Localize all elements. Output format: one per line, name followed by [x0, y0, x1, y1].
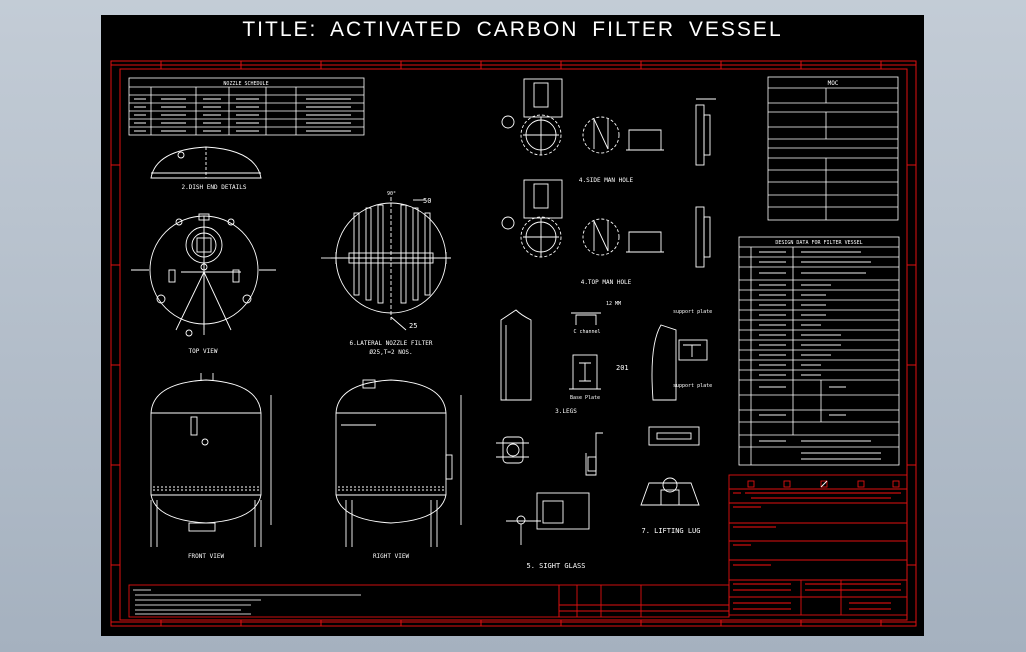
notes-block [128, 584, 730, 618]
right-view-label: RIGHT VIEW [373, 553, 410, 560]
side-manhole-label: 4.SIDE MAN HOLE [579, 177, 634, 184]
side-manhole [501, 78, 716, 166]
lateral-angle-90: 90° [387, 191, 396, 197]
front-view-vessel [150, 373, 272, 547]
support-plate-label-2: support plate [673, 383, 712, 389]
nozzle-schedule-table [128, 77, 365, 136]
drawing-title: TITLE: ACTIVATED CARBON FILTER VESSEL [242, 18, 783, 41]
cad-viewport[interactable]: TITLE: ACTIVATED CARBON FILTER VESSEL [101, 15, 924, 636]
dim-12mm: 12 MM [606, 301, 621, 307]
lateral-label: 6.LATERAL NOZZLE FILTER [349, 340, 432, 347]
c-channel-label: C channel [573, 329, 600, 335]
sight-glass-detail [496, 432, 603, 545]
drawing-canvas: NOZZLE SCHEDULE 2.DISH END DETAILS [110, 60, 917, 627]
top-manhole [501, 179, 711, 268]
design-data-heading: DESIGN DATA FOR FILTER VESSEL [775, 240, 862, 246]
right-view-vessel [335, 379, 462, 547]
lifting-lug-detail [640, 426, 700, 506]
drawing-border [110, 60, 917, 627]
legs-detail [500, 309, 708, 401]
border-ticks [111, 61, 916, 626]
lateral-dim-25: 25 [409, 322, 417, 330]
design-data-table [738, 236, 900, 466]
top-view-label: TOP VIEW [189, 348, 218, 355]
base-plate-label: Base Plate [570, 395, 600, 401]
moc-table [767, 76, 899, 221]
top-view [131, 213, 276, 337]
leg-dim-201: 201 [616, 364, 629, 372]
support-plate-label: support plate [673, 309, 712, 315]
lateral-dim-50: 50 [423, 197, 431, 205]
title-block-text [733, 492, 901, 610]
legs-label: 3.LEGS [555, 408, 577, 415]
front-view-label: FRONT VIEW [188, 553, 225, 560]
nozzle-table-heading: NOZZLE SCHEDULE [223, 81, 268, 87]
notes-text [133, 589, 361, 615]
lifting-lug-label: 7. LIFTING LUG [641, 527, 700, 535]
design-data-cells [759, 251, 881, 460]
dish-end-detail [150, 146, 262, 179]
top-manhole-label: 4.TOP MAN HOLE [581, 279, 632, 286]
dish-end-label: 2.DISH END DETAILS [181, 184, 246, 191]
nozzle-table-cells [134, 98, 351, 132]
title-block [728, 474, 908, 616]
lateral-nozzle-filter [321, 197, 451, 331]
sight-glass-label: 5. SIGHT GLASS [526, 562, 585, 570]
moc-heading: MOC [828, 80, 839, 87]
lateral-sublabel: Ø25,T=2 NOS. [369, 349, 412, 356]
